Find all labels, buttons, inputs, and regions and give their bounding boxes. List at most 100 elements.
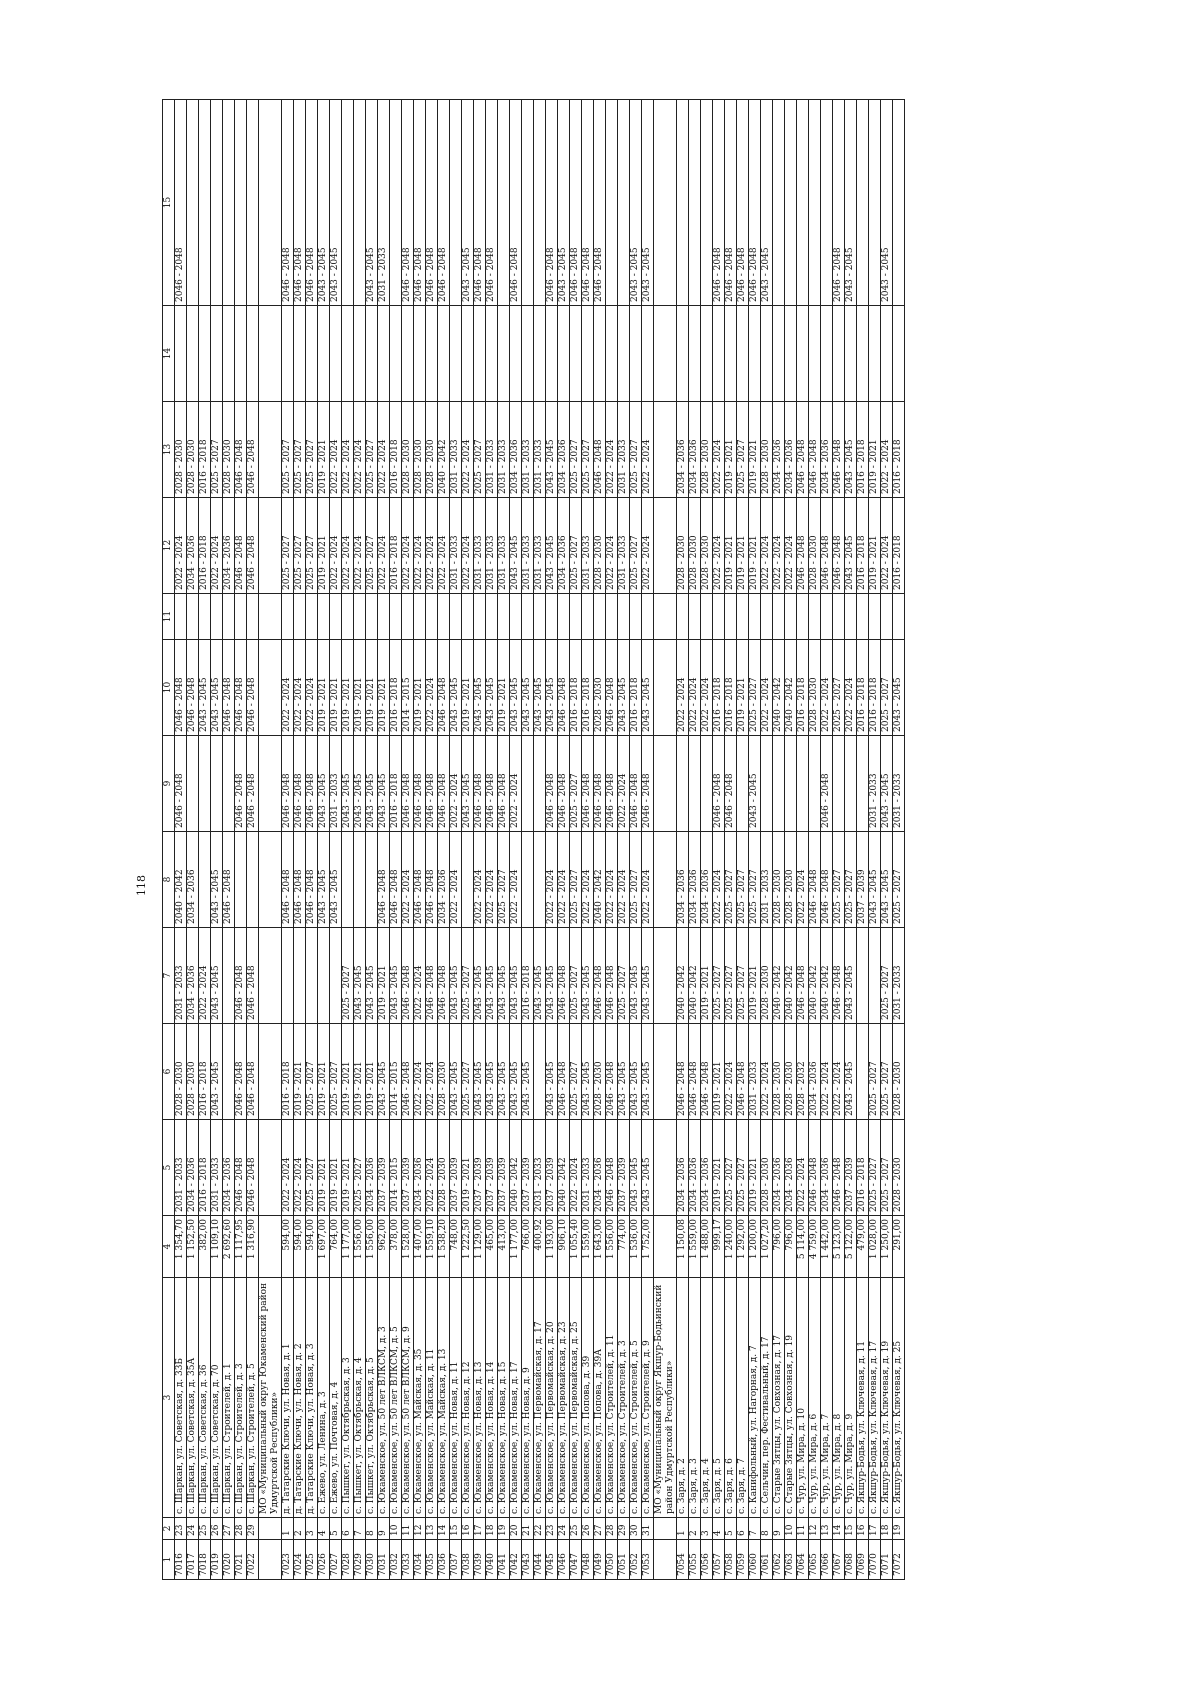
table-cell: с. Юкаменское, ул. Строителей, д. 11: [605, 1277, 618, 1518]
table-cell: 2034 - 2036: [186, 497, 199, 594]
table-cell: 2031 - 2033: [617, 401, 630, 498]
table-cell: 1 117,95: [234, 1215, 247, 1278]
table-cell: [796, 305, 809, 402]
table-cell: 2034 - 2036: [676, 1119, 689, 1216]
table-cell: 1 055,40: [569, 1215, 582, 1278]
table-cell: 2028 - 2030: [593, 1023, 606, 1120]
table-cell: 2031 - 2033: [449, 401, 462, 498]
table-cell: с. Юкаменское, ул. Новая, д. 11: [449, 1277, 462, 1518]
table-cell: 7026: [317, 1539, 330, 1580]
table-cell: 2046 - 2048: [401, 735, 414, 832]
table-cell: 2043 - 2045: [844, 927, 857, 1024]
table-cell: 291,00: [892, 1215, 905, 1278]
table-cell: 2022 - 2024: [401, 831, 414, 928]
table-cell: 2046 - 2048: [305, 735, 318, 832]
table-cell: с. Шаркан, ул. Советская, д. 35А: [186, 1277, 199, 1518]
table-cell: [832, 305, 845, 402]
empty-cell: [653, 735, 677, 832]
table-cell: [449, 593, 462, 640]
table-cell: с. Юкаменское, ул. Новая, д. 15: [497, 1277, 510, 1518]
table-cell: 2046 - 2048: [832, 1119, 845, 1216]
table-cell: [425, 305, 438, 402]
table-cell: [305, 593, 318, 640]
table-cell: 21: [521, 1517, 534, 1540]
table-cell: 2028 - 2030: [700, 497, 713, 594]
table-cell: [868, 305, 881, 402]
table-cell: 2031 - 2033: [485, 497, 498, 594]
table-cell: 2046 - 2048: [629, 735, 642, 832]
table-cell: 2025 - 2027: [329, 1023, 342, 1120]
table-cell: 2022 - 2024: [712, 497, 725, 594]
table-cell: 2031 - 2033: [485, 401, 498, 498]
table-cell: 1 193,00: [545, 1215, 558, 1278]
table-cell: [700, 305, 713, 402]
table-cell: с. Чур, ул. Мира, д. 10: [796, 1277, 809, 1518]
table-cell: 2016 - 2018: [198, 1023, 211, 1120]
table-cell: 2025 - 2027: [353, 1119, 366, 1216]
table-cell: 2034 - 2036: [808, 1023, 821, 1120]
table-cell: 2022 - 2024: [341, 401, 354, 498]
table-cell: с. Юкаменское, ул. 50 лет ВЛКСМ, д. 5: [389, 1277, 402, 1518]
table-cell: [353, 99, 366, 306]
table-cell: 2019 - 2021: [341, 639, 354, 736]
table-cell: 22: [533, 1517, 546, 1540]
table-cell: 7044: [533, 1539, 546, 1580]
empty-cell: [258, 593, 282, 640]
table-cell: [234, 99, 247, 306]
table-cell: [389, 305, 402, 402]
table-cell: 2022 - 2024: [329, 401, 342, 498]
table-cell: [533, 305, 546, 402]
table-cell: 2022 - 2024: [174, 497, 187, 594]
table-cell: 2043 - 2045: [844, 497, 857, 594]
table-cell: 2025 - 2027: [724, 831, 737, 928]
table-cell: [736, 735, 749, 832]
table-cell: [581, 305, 594, 402]
table-cell: [844, 305, 857, 402]
table-cell: 2019 - 2021: [868, 497, 881, 594]
table-cell: 2043 - 2045: [497, 1023, 510, 1120]
table-cell: 7033: [401, 1539, 414, 1580]
table-cell: 2043 - 2045: [641, 927, 654, 1024]
table-cell: 12: [808, 1517, 821, 1540]
table-cell: 2043 - 2045: [581, 1023, 594, 1120]
table-cell: с. Якшур-Бодья, ул. Ключевая, д. 19: [880, 1277, 893, 1518]
table-cell: [293, 305, 306, 402]
table-cell: [796, 593, 809, 640]
table-cell: 2022 - 2024: [760, 497, 773, 594]
table-cell: [856, 593, 869, 640]
table-cell: 2022 - 2024: [688, 639, 701, 736]
empty-cell: [258, 401, 282, 498]
table-cell: с. Юкаменское, ул. Новая, д. 12: [461, 1277, 474, 1518]
table-cell: 2022 - 2024: [605, 497, 618, 594]
table-cell: [401, 305, 414, 402]
table-cell: 2016 - 2018: [389, 401, 402, 498]
table-cell: 2019 - 2021: [736, 639, 749, 736]
table-cell: [700, 735, 713, 832]
table-cell: 3: [700, 1517, 713, 1540]
table-cell: 2040 - 2042: [784, 639, 797, 736]
table-cell: с. Якшур-Бодья, ул. Ключевая, д. 17: [868, 1277, 881, 1518]
table-cell: 2025 - 2027: [736, 927, 749, 1024]
table-cell: [413, 593, 426, 640]
table-cell: с. Пышкет, ул. Октябрьская, д. 5: [365, 1277, 378, 1518]
table-cell: 2025 - 2027: [832, 831, 845, 928]
table-cell: 2046 - 2048: [246, 927, 259, 1024]
table-cell: 2040 - 2042: [676, 927, 689, 1024]
table-cell: [688, 305, 701, 402]
table-cell: 2019 - 2021: [748, 497, 761, 594]
table-cell: с. Ежево, ул. Почтовая, д. 4: [329, 1277, 342, 1518]
table-cell: 7019: [210, 1539, 223, 1580]
table-cell: [521, 831, 534, 928]
empty-cell: [653, 593, 677, 640]
table-cell: 2028 - 2030: [784, 831, 797, 928]
table-cell: 2043 - 2045: [497, 927, 510, 1024]
table-cell: 2028 - 2030: [772, 831, 785, 928]
